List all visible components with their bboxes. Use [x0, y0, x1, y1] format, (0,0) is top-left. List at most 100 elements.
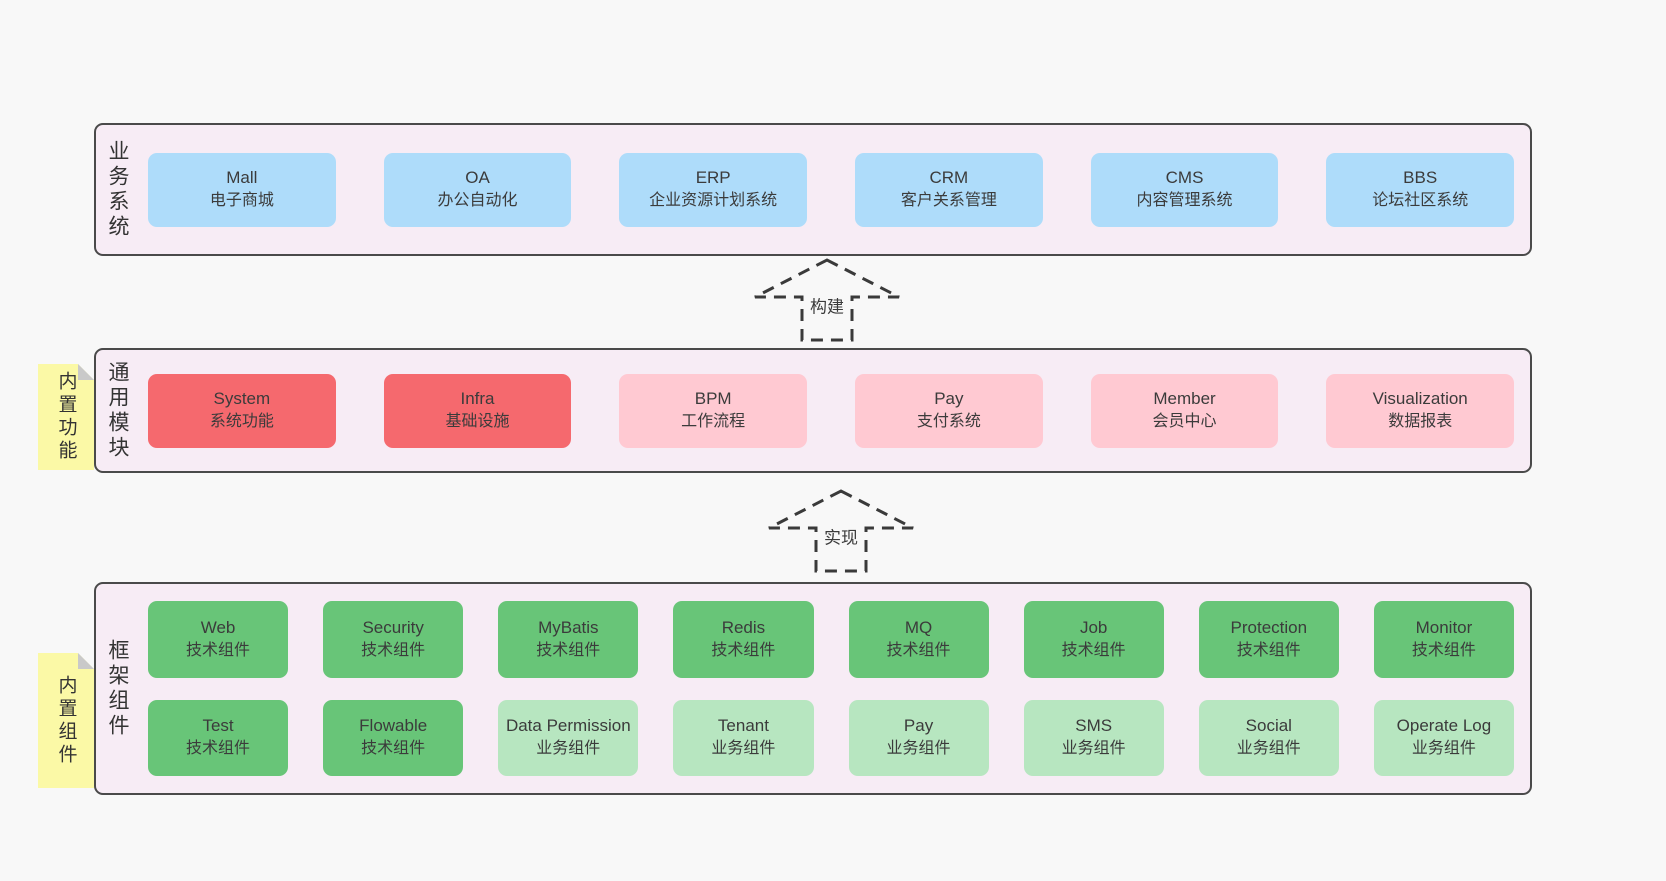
box-title: Mall	[226, 168, 258, 188]
box-subtitle: 基础设施	[445, 413, 510, 431]
box-title: ERP	[695, 168, 731, 188]
box-title: OA	[465, 168, 490, 188]
box-tenant: Tenant 业务组件	[673, 699, 814, 776]
box-subtitle: 系统功能	[209, 413, 274, 431]
box-subtitle: 技术组件	[1236, 641, 1301, 659]
layer-title-components: 框架组件	[106, 638, 129, 739]
layer-framework-components: 框架组件 Web 技术组件 Security 技术组件 MyBatis 技术组件…	[94, 582, 1532, 795]
box-system: System 系统功能	[148, 373, 336, 448]
box-subtitle: 技术组件	[1061, 641, 1126, 659]
box-subtitle: 技术组件	[361, 740, 426, 758]
box-title: Test	[202, 716, 234, 736]
box-title: Job	[1079, 617, 1108, 637]
box-title: BBS	[1403, 168, 1438, 188]
box-pay-system: Pay 支付系统	[855, 373, 1043, 448]
layer-common-modules: 通用模块 System 系统功能 Infra 基础设施 BPM 工作流程 Pay…	[94, 348, 1532, 473]
sticky-label: 内置组件	[55, 674, 77, 767]
box-title: BPM	[694, 389, 732, 409]
box-erp: ERP 企业资源计划系统	[619, 152, 808, 227]
box-mybatis: MyBatis 技术组件	[498, 601, 639, 678]
box-title: Member	[1153, 389, 1216, 409]
arrow-build-label: 构建	[807, 292, 847, 318]
box-social: Social 业务组件	[1198, 699, 1339, 776]
box-title: System	[213, 389, 271, 409]
box-job: Job 技术组件	[1023, 601, 1164, 678]
box-title: Social	[1245, 716, 1292, 736]
box-web: Web 技术组件	[148, 601, 289, 678]
box-subtitle: 技术组件	[536, 641, 601, 659]
box-infra: Infra 基础设施	[383, 373, 572, 448]
box-subtitle: 业务组件	[1236, 740, 1301, 758]
box-operate-log: Operate Log 业务组件	[1373, 699, 1514, 776]
box-subtitle: 业务组件	[1061, 740, 1126, 758]
box-subtitle: 办公自动化	[437, 192, 518, 210]
arrow-implement: 实现	[766, 488, 916, 574]
sticky-note-builtin-features: 内置功能	[38, 364, 94, 470]
box-title: SMS	[1075, 716, 1113, 736]
sticky-note-builtin-components: 内置组件	[38, 653, 94, 788]
box-subtitle: 业务组件	[711, 740, 776, 758]
arrow-up-icon	[754, 258, 900, 342]
box-member: Member 会员中心	[1090, 373, 1279, 448]
box-subtitle: 技术组件	[361, 641, 426, 659]
box-title: Redis	[721, 617, 766, 637]
box-flowable: Flowable 技术组件	[323, 699, 464, 776]
module-boxes-row: System 系统功能 Infra 基础设施 BPM 工作流程 Pay 支付系统…	[148, 373, 1515, 448]
box-title: MQ	[904, 617, 933, 637]
box-title: Monitor	[1415, 617, 1473, 637]
box-subtitle: 论坛社区系统	[1372, 192, 1469, 210]
box-subtitle: 技术组件	[186, 641, 251, 659]
box-subtitle: 企业资源计划系统	[649, 192, 778, 210]
box-subtitle: 客户关系管理	[900, 192, 997, 210]
box-subtitle: 技术组件	[886, 641, 951, 659]
box-protection: Protection 技术组件	[1198, 601, 1339, 678]
box-mall: Mall 电子商城	[148, 152, 336, 227]
box-subtitle: 内容管理系统	[1136, 192, 1233, 210]
box-title: Infra	[460, 389, 495, 409]
box-security: Security 技术组件	[323, 601, 464, 678]
box-subtitle: 技术组件	[711, 641, 776, 659]
box-title: Web	[200, 617, 236, 637]
box-title: Protection	[1230, 617, 1308, 637]
business-boxes-row: Mall 电子商城 OA 办公自动化 ERP 企业资源计划系统 CRM 客户关系…	[148, 152, 1515, 227]
box-title: Operate Log	[1396, 716, 1492, 736]
box-mq: MQ 技术组件	[848, 601, 989, 678]
box-subtitle: 技术组件	[186, 740, 251, 758]
arrow-up-icon	[768, 489, 914, 573]
layer-business-systems: 业务系统 Mall 电子商城 OA 办公自动化 ERP 企业资源计划系统 CRM…	[94, 123, 1532, 256]
box-cms: CMS 内容管理系统	[1090, 152, 1279, 227]
box-subtitle: 电子商城	[209, 192, 274, 210]
arrow-build: 构建	[752, 257, 902, 343]
box-subtitle: 业务组件	[536, 740, 601, 758]
box-pay-component: Pay 业务组件	[848, 699, 989, 776]
box-data-permission: Data Permission 业务组件	[498, 699, 639, 776]
box-title: Visualization	[1372, 389, 1468, 409]
box-oa: OA 办公自动化	[383, 152, 572, 227]
box-title: Flowable	[359, 716, 428, 736]
box-bpm: BPM 工作流程	[619, 373, 808, 448]
box-title: Tenant	[717, 716, 769, 736]
layer-title-business: 业务系统	[106, 139, 129, 240]
box-subtitle: 工作流程	[681, 413, 746, 431]
layer-title-modules: 通用模块	[106, 360, 129, 461]
box-subtitle: 支付系统	[916, 413, 981, 431]
box-title: MyBatis	[538, 617, 599, 637]
sticky-label: 内置功能	[55, 371, 77, 463]
component-boxes-grid: Web 技术组件 Security 技术组件 MyBatis 技术组件 Redi…	[148, 601, 1514, 776]
box-test: Test 技术组件	[148, 699, 289, 776]
box-subtitle: 业务组件	[886, 740, 951, 758]
box-title: Pay	[903, 716, 934, 736]
box-subtitle: 会员中心	[1152, 413, 1217, 431]
box-bbs: BBS 论坛社区系统	[1326, 152, 1515, 227]
box-crm: CRM 客户关系管理	[855, 152, 1043, 227]
box-subtitle: 数据报表	[1388, 413, 1453, 431]
box-visualization: Visualization 数据报表	[1326, 373, 1515, 448]
box-title: Data Permission	[505, 716, 631, 736]
box-redis: Redis 技术组件	[673, 601, 814, 678]
box-subtitle: 业务组件	[1411, 740, 1476, 758]
box-monitor: Monitor 技术组件	[1373, 601, 1514, 678]
box-title: Security	[362, 617, 424, 637]
box-title: CMS	[1165, 168, 1204, 188]
box-sms: SMS 业务组件	[1023, 699, 1164, 776]
